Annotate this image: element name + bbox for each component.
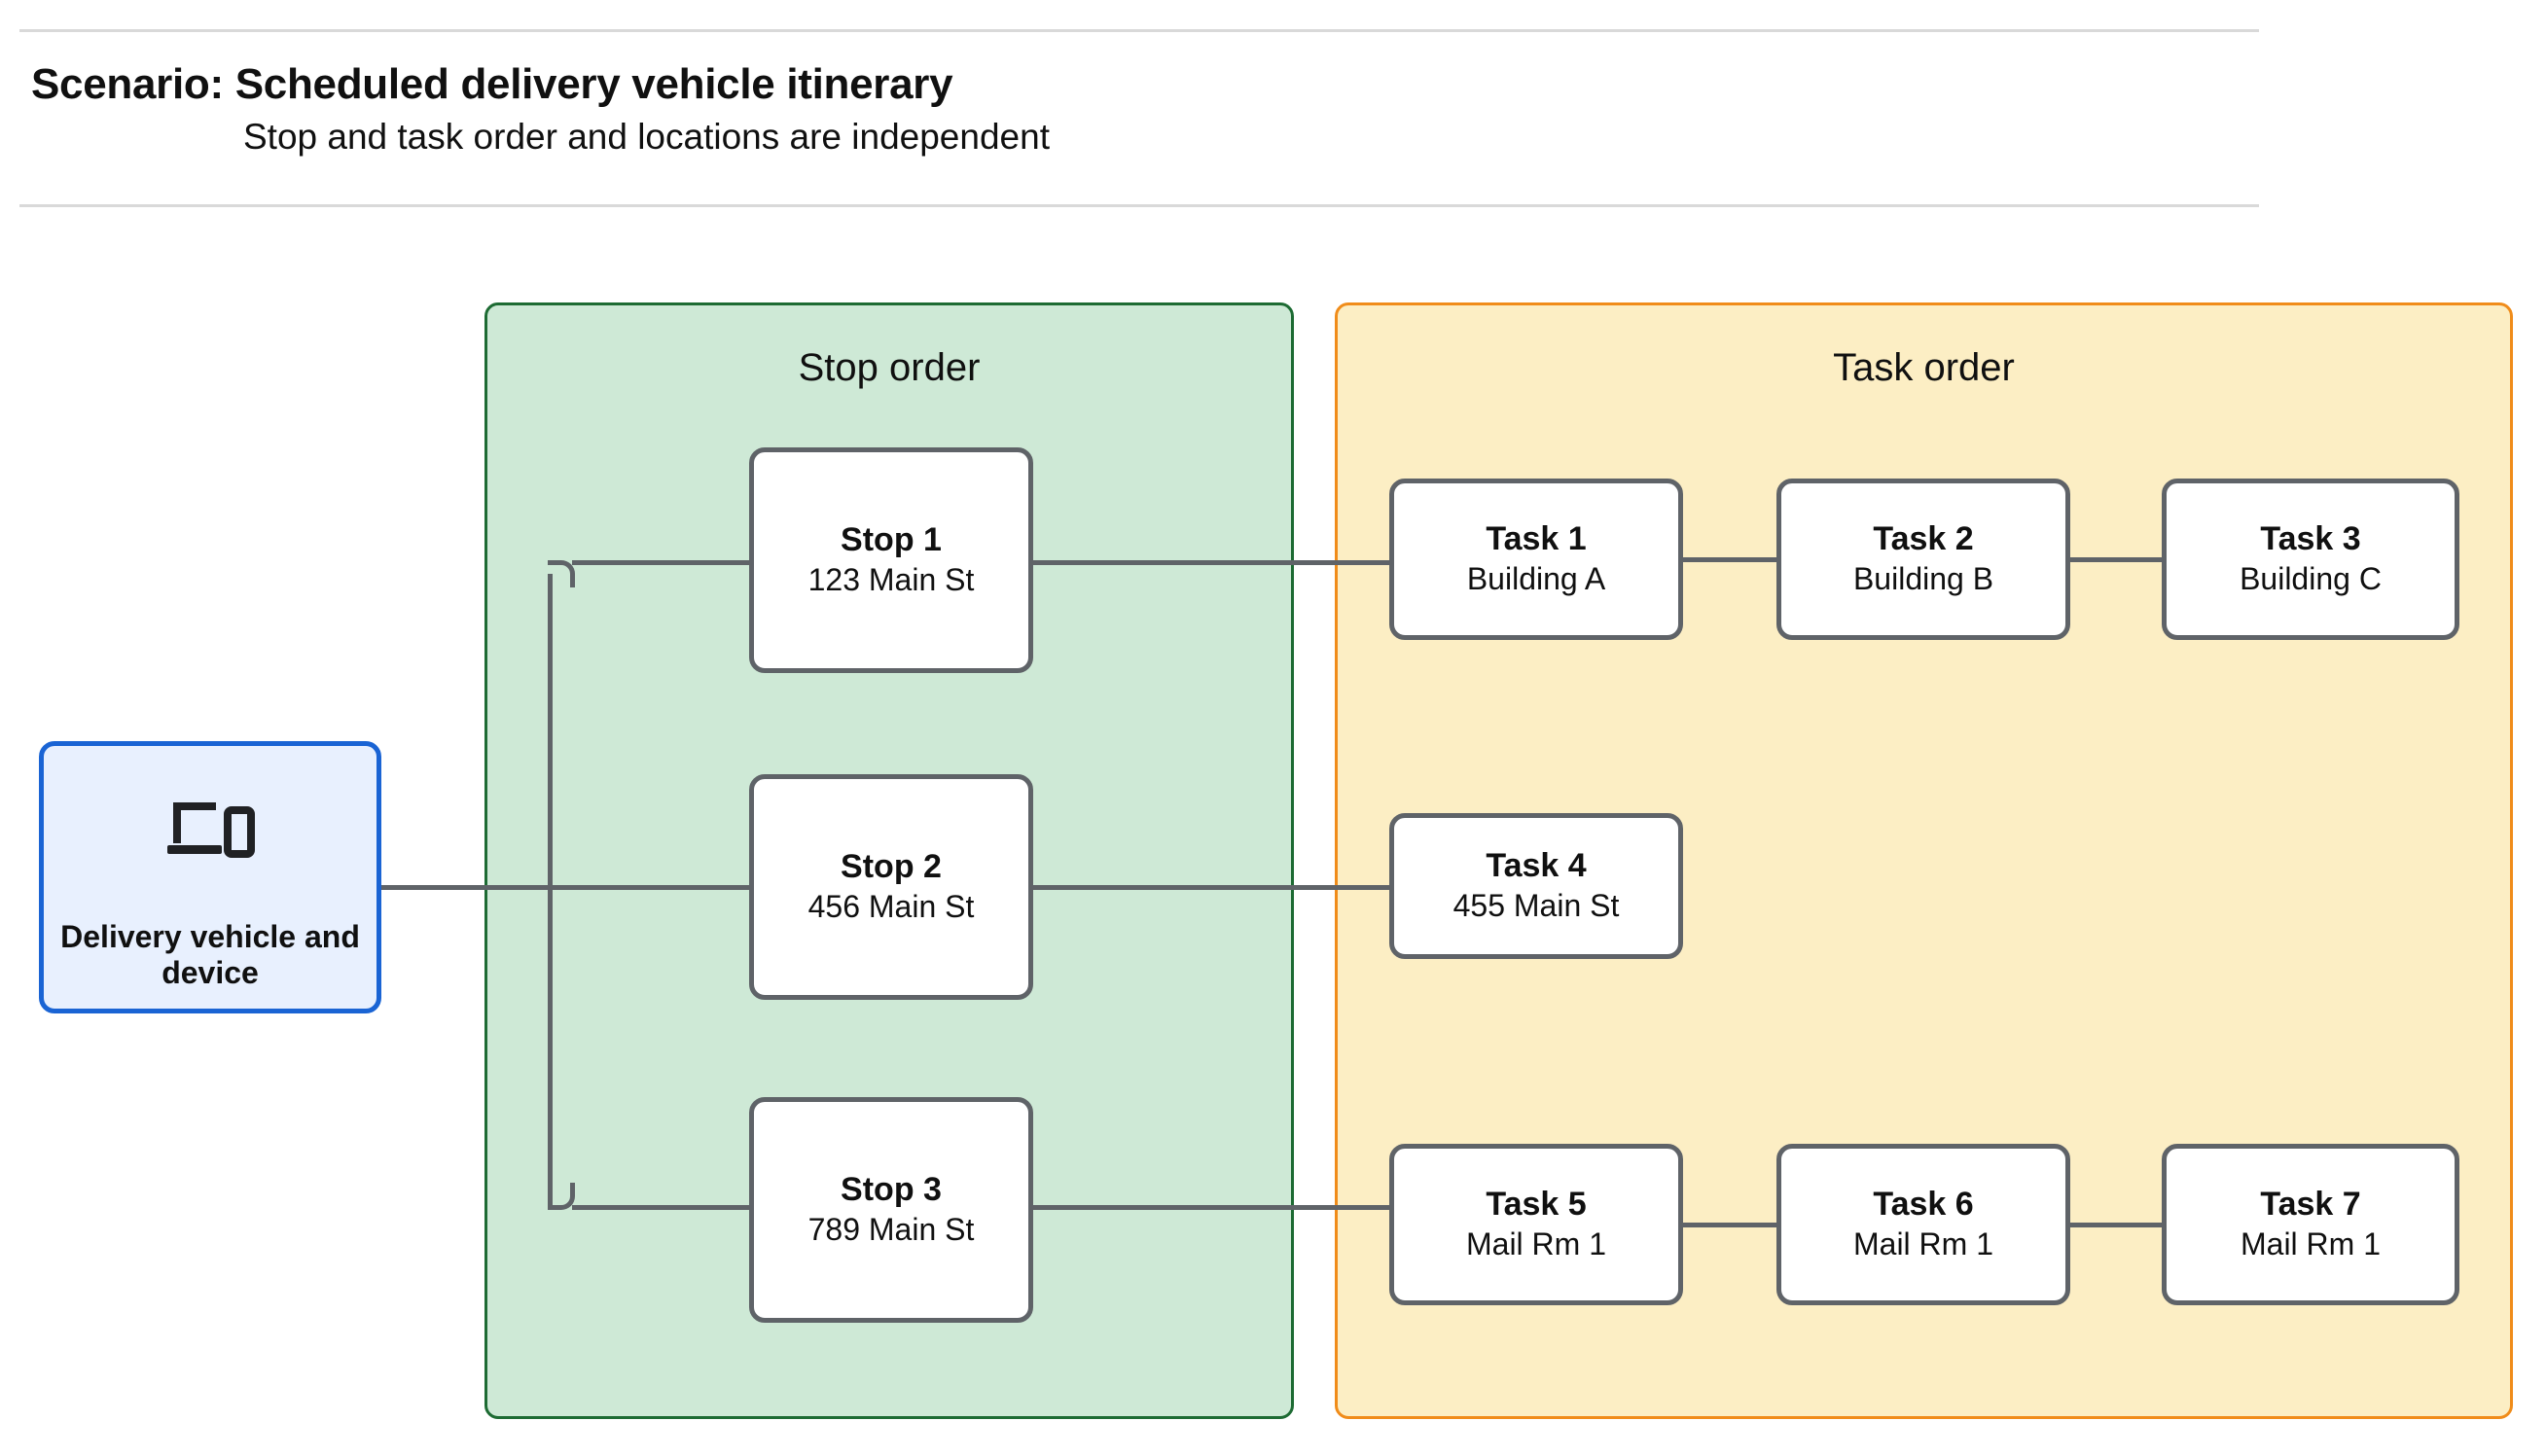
task-node-4[interactable]: Task 4 455 Main St — [1389, 813, 1683, 959]
connector-trunk-vertical — [548, 574, 553, 1210]
stop-2-title: Stop 2 — [841, 848, 942, 886]
stop-node-3[interactable]: Stop 3 789 Main St — [749, 1097, 1033, 1323]
page-title: Scenario: Scheduled delivery vehicle iti… — [31, 60, 953, 108]
stop-3-address: 789 Main St — [807, 1212, 975, 1248]
connector-task-5-task-6 — [1679, 1223, 1780, 1227]
header-divider-bottom — [19, 204, 2259, 207]
delivery-vehicle-node[interactable]: Delivery vehicle and device — [39, 741, 381, 1013]
task-node-1[interactable]: Task 1 Building A — [1389, 479, 1683, 640]
task-7-location: Mail Rm 1 — [2240, 1226, 2381, 1262]
connector-elbow-stop3 — [548, 1183, 575, 1210]
connector-task-2-task-3 — [2066, 557, 2166, 562]
stop-order-panel-title: Stop order — [798, 346, 981, 389]
task-node-2[interactable]: Task 2 Building B — [1776, 479, 2070, 640]
task-3-title: Task 3 — [2260, 520, 2361, 558]
task-node-6[interactable]: Task 6 Mail Rm 1 — [1776, 1144, 2070, 1305]
task-7-title: Task 7 — [2260, 1186, 2361, 1224]
delivery-vehicle-label: Delivery vehicle and device — [60, 919, 360, 990]
stop-1-address: 123 Main St — [807, 562, 975, 598]
task-4-location: 455 Main St — [1452, 888, 1620, 924]
connector-stop-1-task-1 — [1031, 560, 1393, 565]
task-6-location: Mail Rm 1 — [1852, 1226, 1993, 1262]
stop-node-1[interactable]: Stop 1 123 Main St — [749, 447, 1033, 673]
stop-1-title: Stop 1 — [841, 521, 942, 559]
task-node-5[interactable]: Task 5 Mail Rm 1 — [1389, 1144, 1683, 1305]
task-order-panel-title: Task order — [1833, 346, 2015, 389]
connector-task-6-task-7 — [2066, 1223, 2166, 1227]
stop-2-address: 456 Main St — [807, 889, 975, 925]
stop-3-title: Stop 3 — [841, 1171, 942, 1209]
page-subtitle: Stop and task order and locations are in… — [243, 117, 1050, 157]
connector-vehicle-trunk — [381, 885, 749, 890]
connector-stop-3-task-5 — [1031, 1205, 1393, 1210]
task-5-title: Task 5 — [1486, 1186, 1587, 1224]
devices-icon — [165, 797, 255, 861]
task-node-7[interactable]: Task 7 Mail Rm 1 — [2162, 1144, 2459, 1305]
connector-trunk-stop-1 — [572, 560, 751, 565]
task-6-title: Task 6 — [1873, 1186, 1974, 1224]
connector-elbow-stop1 — [548, 560, 575, 587]
connector-task-1-task-2 — [1679, 557, 1780, 562]
task-5-location: Mail Rm 1 — [1465, 1226, 1606, 1262]
task-1-location: Building A — [1466, 561, 1606, 597]
connector-stop-2-task-4 — [1031, 885, 1393, 890]
task-4-title: Task 4 — [1486, 847, 1587, 885]
task-node-3[interactable]: Task 3 Building C — [2162, 479, 2459, 640]
task-3-location: Building C — [2240, 561, 2382, 597]
stop-node-2[interactable]: Stop 2 456 Main St — [749, 774, 1033, 1000]
task-1-title: Task 1 — [1486, 520, 1587, 558]
header-divider-top — [19, 29, 2259, 32]
task-2-title: Task 2 — [1873, 520, 1974, 558]
task-2-location: Building B — [1852, 561, 1994, 597]
connector-trunk-stop-3 — [572, 1205, 751, 1210]
